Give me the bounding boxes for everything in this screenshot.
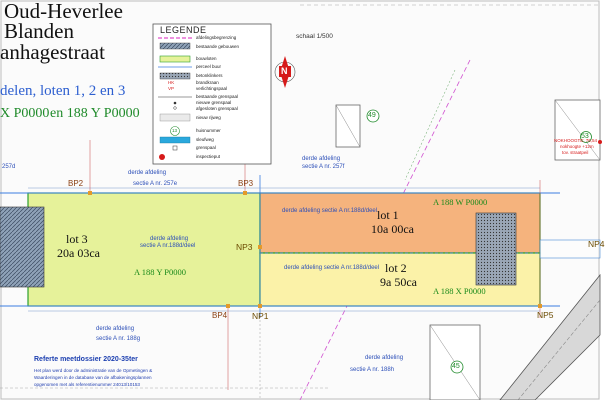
point-np1: NP1	[252, 311, 269, 321]
lot3-parcel-line2: sectie A nr.188d/deel	[140, 243, 196, 249]
neighbor-top-left-a: derde afdeling	[128, 170, 167, 176]
lot3-parcel-line1: derde afdeling	[150, 236, 189, 242]
ridge-height-line3: tov. straatpeil	[562, 150, 589, 155]
ridge-height-line2: nokhoogte +12m	[560, 144, 594, 149]
lot1-area: 10a 00ca	[371, 222, 414, 236]
building-lot2	[475, 212, 517, 286]
legend-marker-number: 13	[172, 128, 178, 133]
green-guide-line	[404, 69, 456, 181]
legend-item: nieuwe grenspaal	[196, 100, 232, 105]
lot2-code: A 188 X P0000	[433, 286, 486, 296]
point-bp2: BP2	[68, 179, 84, 188]
road-diagonal	[499, 273, 601, 400]
legend-item: grenspaal	[196, 145, 216, 150]
neighbor-top-right-a: derde afdeling	[302, 156, 341, 162]
legend-marker-vp: VP	[168, 86, 175, 91]
house-number-53: 53	[581, 133, 589, 140]
point-np5: NP5	[537, 310, 554, 320]
neighbor-far-left: 257d	[2, 164, 16, 170]
lot1-parcel: derde afdeling sectie A nr.188d/deel	[282, 208, 378, 214]
neighbor-top-right-b: sectie A nr. 257f	[302, 164, 345, 170]
legend-item: brandkraan	[196, 80, 219, 85]
legend-item: sleufweg	[196, 137, 214, 142]
east-strip	[539, 239, 601, 259]
title-line1: Oud-Heverlee	[4, 0, 123, 23]
legend-item: verlichtingspaal	[196, 86, 228, 91]
title-line5a: X P0000	[0, 106, 50, 121]
house-number-45-circle	[450, 360, 464, 374]
point-bp4: BP4	[212, 311, 228, 320]
point-markers	[88, 191, 542, 308]
title-line2: Blanden	[4, 19, 74, 43]
north-label: N	[281, 66, 288, 76]
lot3-area: 20a 03ca	[57, 246, 100, 260]
section-boundary-line	[299, 59, 471, 400]
neighbor-bottom-right-a: derde afdeling	[365, 355, 404, 361]
legend-title: LEGENDE	[160, 25, 207, 35]
lot3-name: lot 3	[66, 232, 88, 246]
point-np4: NP4	[588, 239, 605, 249]
building-lot3	[0, 206, 45, 288]
red-marker	[598, 140, 602, 144]
lot2-name: lot 2	[385, 261, 407, 275]
legend-item: bestaande grenspaal	[196, 94, 239, 99]
title-line3: anhagestraat	[0, 40, 105, 64]
legend-item: bestaande gebouwen	[196, 44, 240, 49]
ridge-height-line1: NOKHOOGTE: 76,54	[554, 138, 598, 143]
title-line4: delen, loten 1, 2 en 3	[0, 83, 126, 99]
legend-marker-hk: HK	[168, 80, 175, 85]
point-bp3: BP3	[238, 179, 254, 188]
lot1-name: lot 1	[377, 208, 399, 222]
house-number-53-circle	[580, 131, 592, 143]
scale-label: schaal 1/500	[296, 33, 333, 40]
house-number-49-circle	[366, 109, 380, 123]
legend-item: nieuw rijweg	[196, 115, 221, 120]
legend-item: betonklinkers	[196, 73, 223, 78]
neighbor-top-left-b: sectie A nr. 257e	[133, 181, 178, 187]
lot2-area: 9a 50ca	[380, 275, 417, 289]
north-arrow-icon	[274, 56, 296, 88]
legend-item: perceel buur	[196, 64, 222, 69]
legend-swatches	[158, 37, 192, 160]
reference-note-line3: opgenomen met als referentienummer 24013…	[34, 382, 140, 387]
lot3-code: A 188 Y P0000	[134, 267, 187, 277]
reference-note-line2: Waarderingen in de database van de afbak…	[34, 375, 152, 380]
neighbor-bottom-right-b: sectie A nr. 188h	[350, 367, 395, 373]
legend-item: inspectieput	[196, 154, 221, 159]
house-number-45: 45	[452, 363, 460, 370]
neighbor-bottom-left-a: derde afdeling	[96, 326, 135, 332]
legend-item: afgesloten grenspaal	[196, 106, 238, 111]
reference-note-line1: Het plan werd door de administratie van …	[34, 368, 153, 373]
legend-item: afdelingsbegrenzing	[196, 35, 237, 40]
neighbor-bottom-left-b: sectie A nr. 188g	[96, 336, 141, 342]
house-number-49: 49	[368, 112, 376, 119]
point-np3: NP3	[236, 242, 253, 252]
legend-item: huisnummer	[196, 128, 221, 133]
lot1-code: A 188 W P0000	[433, 197, 488, 207]
lot2-parcel: derde afdeling sectie A nr.188d/deel	[284, 265, 380, 271]
title-line5b: en 188 Y P0000	[50, 106, 140, 121]
reference-title: Referte meetdossier 2020-35ter	[34, 356, 138, 363]
legend-item: bouwloten	[196, 56, 217, 61]
